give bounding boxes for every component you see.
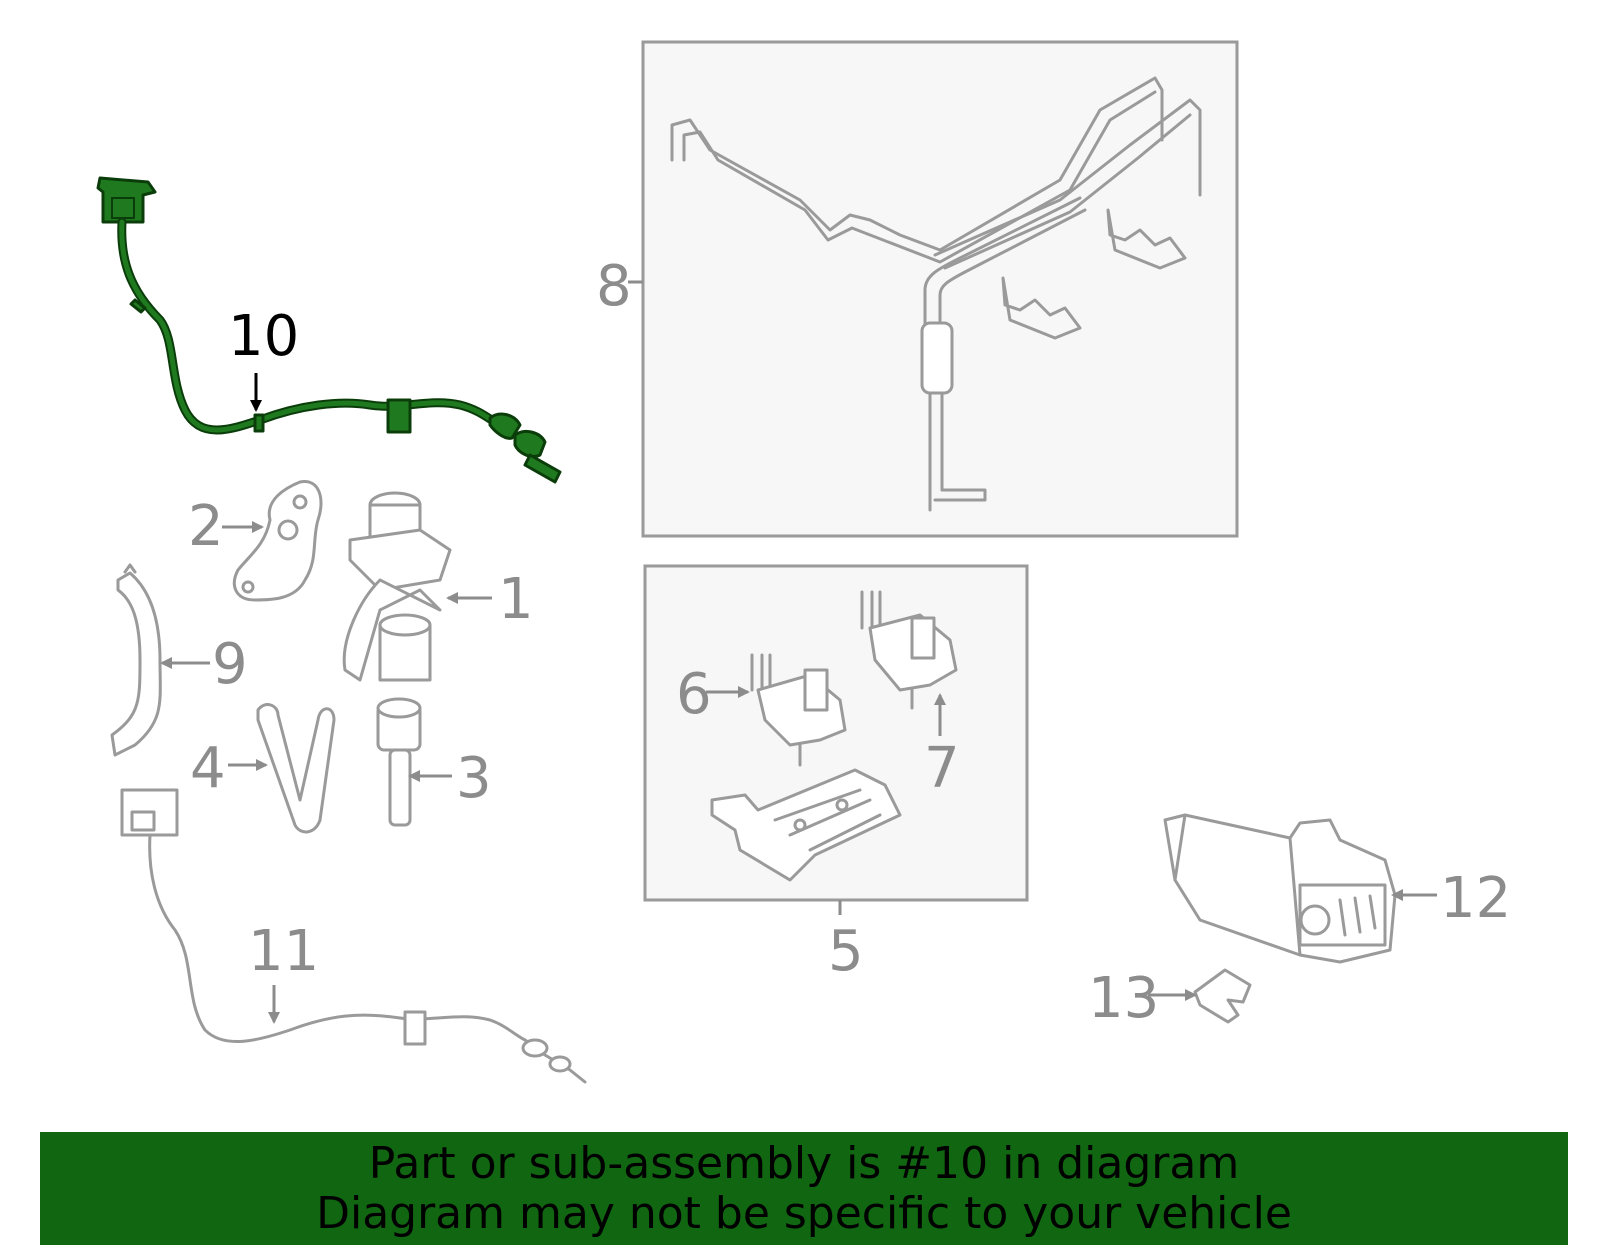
part-5-bracket[interactable] [710, 768, 902, 882]
banner-line-1: Part or sub-assembly is #10 in diagram [368, 1137, 1240, 1189]
info-banner: Part or sub-assembly is #10 in diagram D… [40, 1132, 1568, 1245]
label-3: 3 [456, 746, 492, 811]
label-12: 12 [1440, 866, 1511, 931]
label-13: 13 [1088, 966, 1159, 1031]
part-12-canister[interactable] [1163, 813, 1397, 964]
label-1: 1 [498, 567, 534, 632]
label-8: 8 [596, 254, 632, 319]
label-4: 4 [190, 736, 226, 801]
part-4-hose[interactable] [256, 703, 336, 834]
part-6-solenoid[interactable] [750, 653, 847, 767]
part-8-tube-assembly[interactable] [670, 76, 1202, 512]
part-7-solenoid[interactable] [860, 590, 958, 710]
part-1-egr-valve[interactable] [342, 491, 452, 682]
label-2: 2 [188, 494, 224, 559]
label-6: 6 [676, 662, 712, 727]
part-10-oxygen-sensor[interactable] [96, 176, 562, 484]
label-9: 9 [212, 632, 248, 697]
label-10: 10 [228, 304, 299, 369]
label-11: 11 [248, 919, 319, 984]
part-3-connector[interactable] [376, 697, 422, 827]
banner-line-2: Diagram may not be specific to your vehi… [316, 1187, 1292, 1239]
part-13-bracket[interactable] [1193, 968, 1252, 1024]
part-2-gasket[interactable] [232, 480, 323, 602]
label-7: 7 [924, 736, 960, 801]
label-5: 5 [828, 919, 864, 984]
part-11-oxygen-sensor[interactable] [120, 788, 587, 1084]
part-9-hose[interactable] [110, 563, 162, 757]
